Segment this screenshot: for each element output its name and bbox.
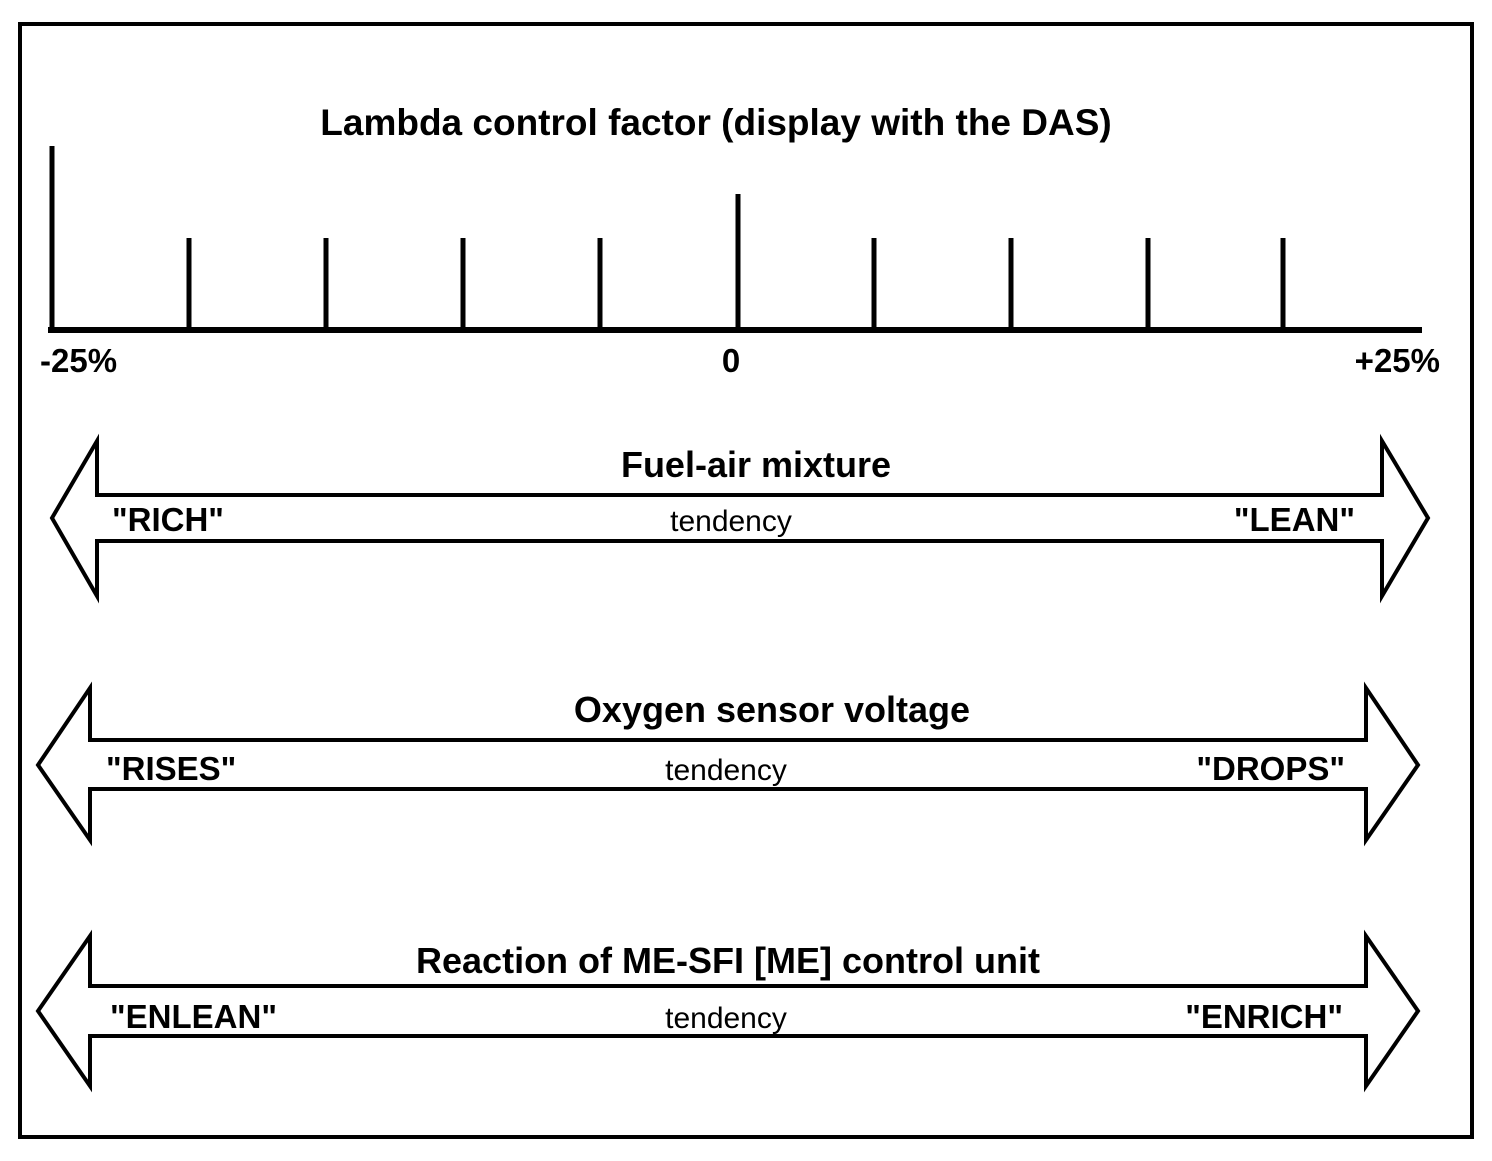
band-label-positive: "DROPS" [1196,750,1345,787]
scale-ticks [49,146,1286,330]
scale-label-max: +25% [1355,342,1440,379]
figure-border [18,22,1474,1139]
band-label-middle: tendency [665,754,787,787]
band-oxygen-sensor-voltage: Oxygen sensor voltage "RISES" tendency "… [35,681,1421,847]
band-title: Fuel-air mixture [621,444,891,485]
band-title: Oxygen sensor voltage [574,689,970,730]
band-label-middle: tendency [665,1002,787,1035]
scale-label-min: -25% [40,342,117,379]
band-label-negative: "RISES" [106,750,236,787]
double-headed-arrow [49,433,1431,604]
band-label-middle: tendency [670,505,792,538]
scale-label-zero: 0 [722,342,740,379]
scale-section: Lambda control factor (display with the … [40,102,1440,379]
double-headed-arrow [35,929,1421,1093]
band-title: Reaction of ME-SFI [ME] control unit [416,940,1040,981]
band-label-negative: "RICH" [112,501,224,538]
band-label-positive: "LEAN" [1234,501,1355,538]
double-headed-arrow [35,681,1421,847]
scale-title: Lambda control factor (display with the … [320,102,1111,143]
band-label-negative: "ENLEAN" [110,998,277,1035]
band-label-positive: "ENRICH" [1185,998,1343,1035]
band-me-sfi-control-unit: Reaction of ME-SFI [ME] control unit "EN… [35,929,1421,1093]
band-fuel-air-mixture: Fuel-air mixture "RICH" tendency "LEAN" [49,433,1431,604]
